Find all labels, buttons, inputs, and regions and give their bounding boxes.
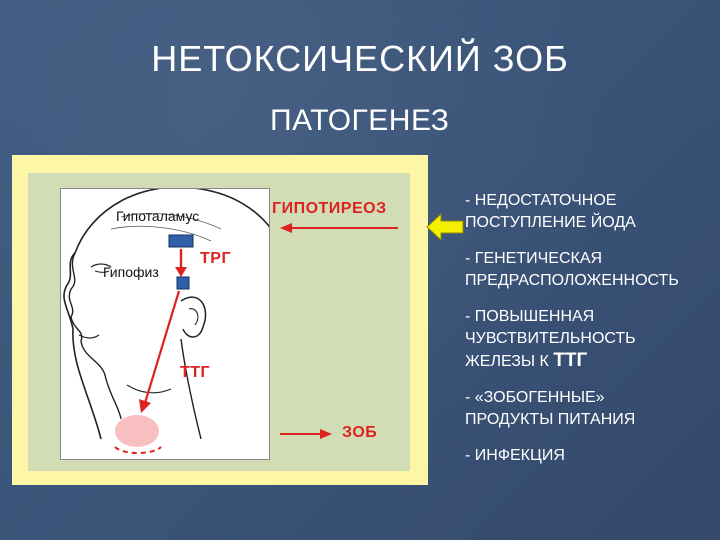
trh-arrowhead bbox=[175, 267, 187, 277]
eye-lower bbox=[94, 270, 110, 273]
cause-text: - ГЕНЕТИЧЕСКАЯ bbox=[465, 250, 603, 267]
cause-text: ПРОДУКТЫ ПИТАНИЯ bbox=[465, 411, 636, 428]
hair-stroke bbox=[110, 225, 212, 242]
goiter-outline bbox=[114, 446, 162, 454]
trh-label: ТРГ bbox=[200, 250, 232, 267]
slide-subtitle: ПАТОГЕНЕЗ bbox=[270, 104, 450, 137]
cause-text: ЖЕЛЕЗЫ К bbox=[465, 353, 549, 370]
goiter-label: ЗОБ bbox=[342, 424, 378, 441]
hypothalamus-block bbox=[168, 234, 194, 248]
head-outline bbox=[63, 189, 269, 440]
head-illustration bbox=[60, 188, 270, 460]
cause-item: - ИНФЕКЦИЯ bbox=[465, 445, 715, 467]
cause-text: - «ЗОБОГЕННЫЕ» bbox=[465, 389, 605, 406]
neck-back bbox=[180, 338, 202, 440]
hypothalamus-label: Гипоталамус bbox=[116, 208, 200, 224]
mouth-line bbox=[78, 334, 100, 339]
yellow-arrow-icon bbox=[426, 212, 464, 242]
cause-text: - НЕДОСТАТОЧНОЕ bbox=[465, 192, 617, 209]
cause-text: - ИНФЕКЦИЯ bbox=[465, 447, 565, 464]
cause-item: - НЕДОСТАТОЧНОЕ ПОСТУПЛЕНИЕ ЙОДА bbox=[465, 190, 715, 234]
cause-item: - ПОВЫШЕННАЯ ЧУВСТВИТЕЛЬНОСТЬ ЖЕЛЕЗЫ К Т… bbox=[465, 306, 715, 373]
slide-title: НЕТОКСИЧЕСКИЙ ЗОБ bbox=[151, 38, 569, 79]
ear-inner bbox=[188, 308, 199, 326]
pituitary-block bbox=[176, 276, 190, 290]
hypothyroidism-arrow bbox=[280, 223, 398, 233]
goiter-gland bbox=[115, 415, 159, 447]
face-profile bbox=[68, 252, 122, 420]
pituitary-label: Гипофиз bbox=[103, 264, 159, 280]
cause-item: - «ЗОБОГЕННЫЕ» ПРОДУКТЫ ПИТАНИЯ bbox=[465, 387, 715, 431]
cause-item: - ГЕНЕТИЧЕСКАЯ ПРЕДРАСПОЛОЖЕННОСТЬ bbox=[465, 248, 715, 292]
tsh-arrowhead bbox=[139, 399, 151, 413]
head-drawing bbox=[63, 189, 269, 454]
cause-tsh-text: ТТГ bbox=[553, 350, 588, 371]
tsh-arrow bbox=[143, 290, 181, 404]
goiter-arrow bbox=[280, 429, 332, 439]
cause-text: ЧУВСТВИТЕЛЬНОСТЬ bbox=[465, 330, 636, 347]
tsh-label: ТТГ bbox=[180, 364, 211, 381]
eye-line bbox=[90, 263, 112, 268]
cause-text: ПРЕДРАСПОЛОЖЕННОСТЬ bbox=[465, 272, 679, 289]
cause-text: ПОСТУПЛЕНИЕ ЙОДА bbox=[465, 214, 636, 231]
ear-outline bbox=[180, 296, 207, 338]
hair-stroke bbox=[120, 213, 222, 230]
cause-text: - ПОВЫШЕННАЯ bbox=[465, 308, 595, 325]
causes-list: - НЕДОСТАТОЧНОЕ ПОСТУПЛЕНИЕ ЙОДА - ГЕНЕТ… bbox=[465, 190, 715, 481]
cause-text-line: ЖЕЛЕЗЫ К ТТГ bbox=[465, 350, 715, 373]
hypothyroidism-label: ГИПОТИРЕОЗ bbox=[272, 200, 387, 217]
